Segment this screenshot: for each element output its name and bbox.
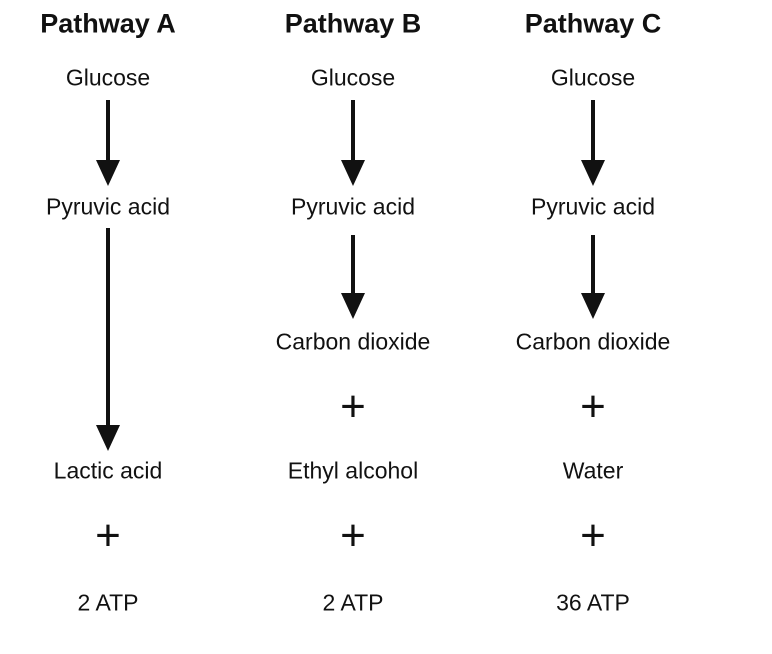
arrow-a-pyruvic-to-lactic [96, 228, 120, 451]
pathway-b-intermediate: Pyruvic acid [291, 193, 415, 220]
arrow-b-pyruvic-to-co2 [341, 235, 365, 319]
pathway-c-title: Pathway C [524, 8, 662, 39]
pathway-a-start: Glucose [65, 64, 151, 91]
pathway-a-title: Pathway A [40, 8, 176, 39]
pathway-b-product: Ethyl alcohol [287, 457, 419, 484]
arrow-a-glucose-to-pyruvic [96, 100, 120, 186]
pathway-b-co-product: Carbon dioxide [275, 328, 431, 355]
plus-icon: + [340, 382, 366, 431]
plus-icon: + [95, 511, 121, 560]
pathway-a-intermediate: Pyruvic acid [46, 193, 170, 220]
pathway-b-start: Glucose [310, 64, 396, 91]
arrow-b-glucose-to-pyruvic [341, 100, 365, 186]
arrow-c-glucose-to-pyruvic [581, 100, 605, 186]
pathway-b-atp: 2 ATP [322, 589, 384, 616]
plus-icon: + [580, 511, 606, 560]
pathway-a-product: Lactic acid [53, 457, 163, 484]
pathway-c-co-product: Carbon dioxide [515, 328, 671, 355]
pathway-c-intermediate: Pyruvic acid [531, 193, 655, 220]
arrow-c-pyruvic-to-co2 [581, 235, 605, 319]
pathway-a-atp: 2 ATP [77, 589, 139, 616]
pathway-b-title: Pathway B [284, 8, 422, 39]
plus-icon: + [580, 382, 606, 431]
pathway-c-atp: 36 ATP [556, 589, 630, 616]
pathway-c-start: Glucose [550, 64, 636, 91]
pathway-c-product: Water [562, 457, 624, 484]
plus-icon: + [340, 511, 366, 560]
